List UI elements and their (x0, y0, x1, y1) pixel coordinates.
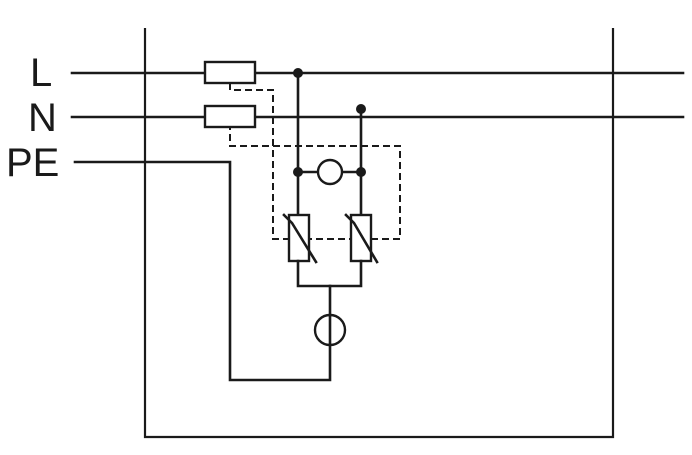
varistor-N-icon (344, 213, 379, 264)
enclosure-outline (143, 28, 615, 439)
junction-dot (356, 167, 366, 177)
indicator-lamp-icon (316, 158, 344, 186)
thermal-link-dashed (229, 83, 401, 240)
fuse-L (203, 60, 257, 85)
junction-dot (356, 104, 366, 114)
gas-discharge-tube-icon (313, 313, 347, 347)
varistor-common-wire (296, 259, 363, 288)
label-PE: PE (6, 141, 59, 185)
fuse-N (203, 104, 257, 129)
junction-dot (293, 167, 303, 177)
line-PE (73, 160, 332, 382)
label-L: L (30, 51, 52, 95)
junction-dot (293, 68, 303, 78)
label-N: N (28, 96, 57, 140)
